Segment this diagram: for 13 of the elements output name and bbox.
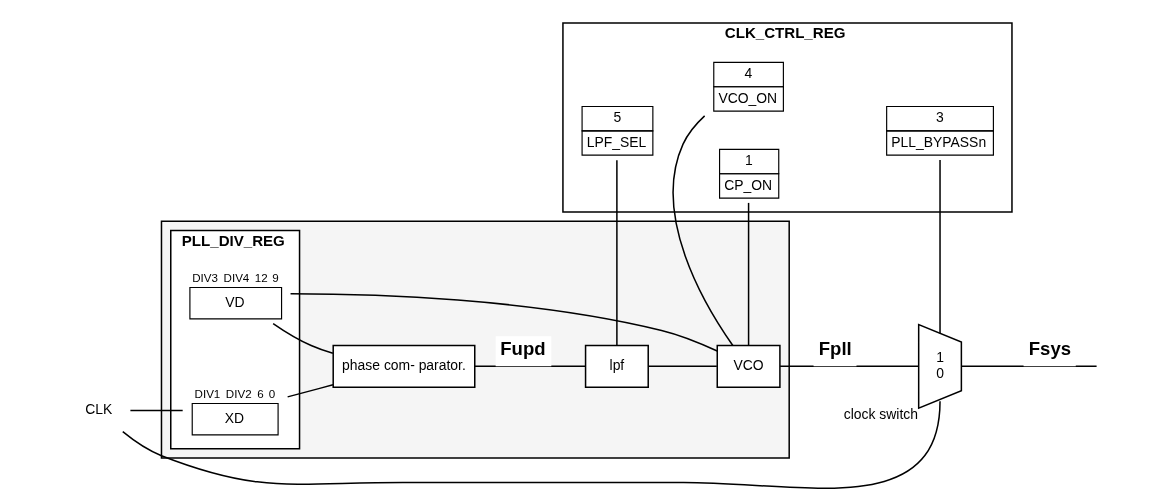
node-label: DIV3 <box>191 270 218 284</box>
node-label: DIV2 <box>225 386 252 400</box>
node-label: 9 <box>271 270 279 284</box>
node-label: clock switch <box>843 405 918 422</box>
node-label: 6 <box>256 386 264 400</box>
node-label: DIV4 <box>223 270 249 284</box>
edge-label: Fupd <box>499 337 546 359</box>
edge-label: Fsys <box>1028 337 1071 359</box>
node-label: 12 <box>254 270 268 284</box>
node-text: CLK <box>84 400 112 417</box>
node-label: 0 <box>268 386 275 400</box>
node-label: DIV1 <box>194 386 220 400</box>
edge-label: Fpll <box>818 337 852 359</box>
